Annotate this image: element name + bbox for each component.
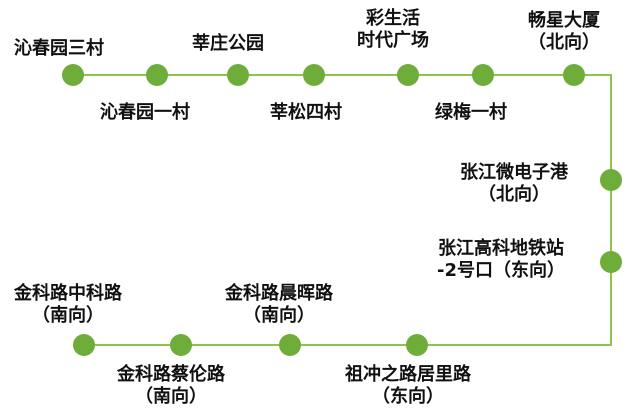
stop-2-name: 沁春园一村: [100, 102, 190, 123]
stop-3-name: 莘庄公园: [192, 33, 264, 54]
stop-label-3: 莘庄公园: [192, 33, 264, 55]
stop-label-1: 沁春园三村: [14, 38, 104, 60]
stop-dot-1: [62, 64, 84, 86]
stop-11-name-line1: 金科路晨晖路: [225, 283, 333, 304]
stop-dot-2: [146, 64, 168, 86]
stop-label-13: 金科路中科路 （南向）: [14, 283, 122, 327]
stop-dot-13: [73, 334, 95, 356]
stop-label-6: 绿梅一村: [435, 102, 507, 124]
stop-dot-10: [406, 334, 428, 356]
stop-label-11: 金科路晨晖路 （南向）: [225, 283, 333, 327]
stop-label-2: 沁春园一村: [100, 102, 190, 124]
stop-6-name: 绿梅一村: [435, 102, 507, 123]
stop-dot-11: [279, 334, 301, 356]
stop-13-name-line1: 金科路中科路: [14, 283, 122, 304]
stop-label-10: 祖冲之路居里路 （东向）: [345, 364, 471, 408]
stop-label-4: 莘松四村: [270, 102, 342, 124]
stop-label-8: 张江微电子港 （北向）: [460, 162, 568, 206]
stop-dot-4: [303, 64, 325, 86]
route-line: [73, 74, 612, 346]
stop-12-name-line2: （南向）: [135, 386, 207, 407]
stop-dot-9: [600, 251, 622, 273]
stop-5-name-line2: 时代广场: [357, 30, 429, 51]
stop-13-name-line2: （南向）: [32, 305, 104, 326]
stop-4-name: 莘松四村: [270, 102, 342, 123]
stop-dot-6: [472, 64, 494, 86]
stop-8-name-line2: （北向）: [478, 184, 550, 205]
stop-label-7: 畅星大厦 （北向）: [528, 10, 600, 54]
stop-11-name-line2: （南向）: [243, 305, 315, 326]
stop-7-name-line1: 畅星大厦: [528, 10, 600, 31]
stop-9-name-line2: -2号口（东向）: [437, 260, 565, 281]
stop-10-name-line1: 祖冲之路居里路: [345, 364, 471, 385]
stop-dot-12: [170, 334, 192, 356]
stop-10-name-line2: （东向）: [372, 386, 444, 407]
stop-dot-7: [563, 64, 585, 86]
stop-5-name-line1: 彩生活: [366, 8, 420, 29]
stop-dot-5: [397, 64, 419, 86]
stop-dot-3: [227, 64, 249, 86]
stop-label-5: 彩生活 时代广场: [357, 8, 429, 52]
stop-8-name-line1: 张江微电子港: [460, 162, 568, 183]
stop-12-name-line1: 金科路蔡伦路: [117, 364, 225, 385]
stop-9-name-line1: 张江高科地铁站: [438, 238, 564, 259]
stop-7-name-line2: （北向）: [528, 32, 600, 53]
stop-1-name: 沁春园三村: [14, 38, 104, 59]
stop-label-12: 金科路蔡伦路 （南向）: [117, 364, 225, 408]
stop-dot-8: [600, 169, 622, 191]
stop-label-9: 张江高科地铁站 -2号口（东向）: [437, 238, 565, 282]
